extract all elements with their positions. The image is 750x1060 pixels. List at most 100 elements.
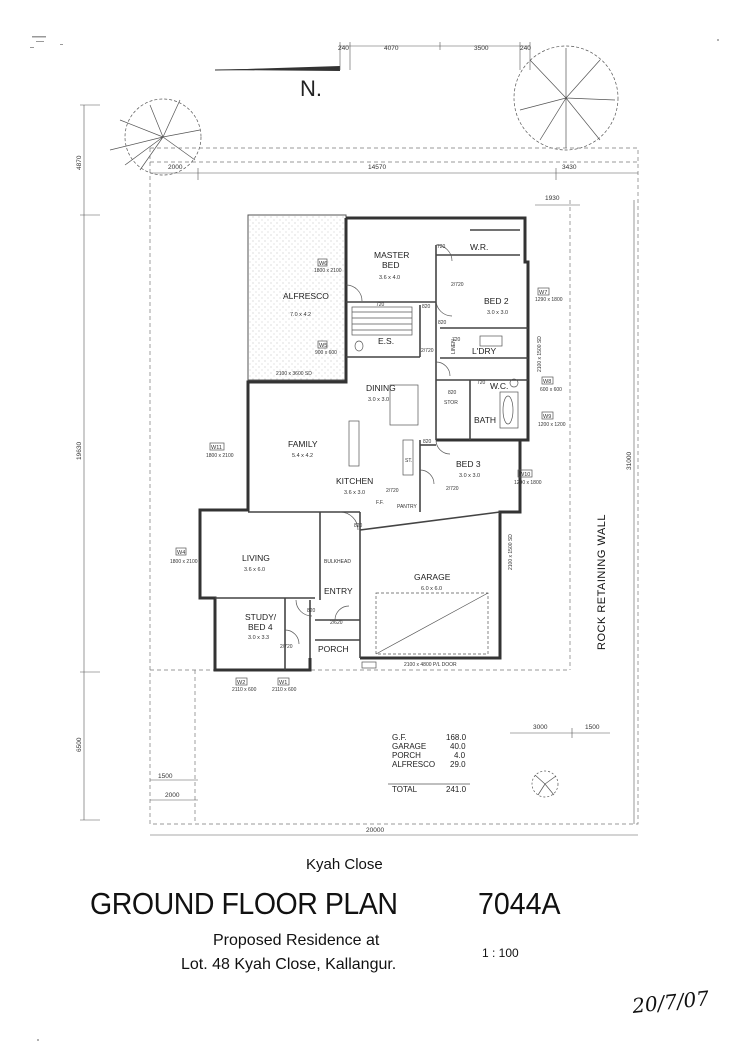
room-wc: W.C.: [490, 381, 508, 391]
bed2-sd: 2100 x 1500 SD: [537, 336, 543, 372]
alfresco-sd: 2100 x 3600 SD: [276, 371, 312, 377]
room-family-size: 5.4 x 4.2: [292, 453, 313, 459]
window-w9: W9: [543, 414, 551, 420]
room-stor: STOR: [444, 400, 458, 406]
area-label-gf: G.F.: [392, 733, 407, 742]
door-2620: 2/620: [330, 620, 343, 626]
window-w2-size: 2110 x 600: [232, 687, 257, 693]
room-living-size: 3.6 x 6.0: [244, 567, 265, 573]
north-arrow-icon: [214, 66, 341, 71]
dim-br-1500: 1500: [585, 724, 600, 731]
window-w9-size: 1200 x 1200: [538, 422, 566, 428]
window-w4-size: 1800 x 2100: [170, 559, 198, 565]
room-bed2-size: 3.0 x 3.0: [487, 310, 508, 316]
window-w7: W7: [539, 290, 547, 296]
area-value-alfresco: 29.0: [450, 760, 466, 769]
tree-top-left-icon: [109, 98, 202, 176]
room-master: MASTER: [374, 250, 409, 260]
street-name: Kyah Close: [306, 856, 383, 873]
window-w6: W6: [319, 261, 327, 267]
plan-title: GROUND FLOOR PLAN: [90, 886, 398, 921]
room-living: LIVING: [242, 553, 270, 563]
door-820-e: 820: [354, 523, 363, 529]
room-es: E.S.: [378, 336, 394, 346]
garage-sd: 2100 x 1500 SD: [508, 534, 514, 570]
area-label-porch: PORCH: [392, 751, 421, 760]
window-w11-size: 1800 x 2100: [206, 453, 234, 459]
room-family: FAMILY: [288, 439, 318, 449]
room-wr: W.R.: [470, 242, 488, 252]
room-dining-size: 3.0 x 3.0: [368, 397, 389, 403]
room-master-size: 3.6 x 4.0: [379, 275, 400, 281]
door-820-b: 820: [438, 320, 447, 326]
window-w10-size: 1200 x 1800: [514, 480, 542, 486]
room-study-2: BED 4: [248, 622, 273, 632]
room-bath: BATH: [474, 415, 496, 425]
door-720-c: 720: [477, 380, 486, 386]
dim-left-4870: 4870: [76, 155, 83, 170]
door-820-a: 820: [422, 304, 431, 310]
dim-top-240b: 240: [520, 45, 531, 52]
door-720-b: 720: [376, 302, 385, 308]
room-garage-size: 6.0 x 6.0: [421, 586, 442, 592]
room-dining: DINING: [366, 383, 396, 393]
dim-left-19630: 19630: [76, 442, 83, 460]
door-2720-d: 2/720: [280, 644, 293, 650]
external-walls: [198, 216, 530, 672]
scan-speckle: [30, 36, 719, 1041]
room-linen: LINEN: [451, 339, 457, 354]
dim-row-2000: 2000: [168, 164, 183, 171]
dim-row-14570: 14570: [368, 164, 386, 171]
window-w1: W1: [279, 680, 287, 686]
door-2720-a: 2/720: [451, 282, 464, 288]
room-bed3-size: 3.0 x 3.0: [459, 473, 480, 479]
window-w1-size: 2110 x 600: [272, 687, 297, 693]
window-w8-size: 600 x 600: [540, 387, 562, 393]
dim-bottom-20000: 20000: [366, 827, 384, 834]
dim-right-31000: 31000: [626, 452, 633, 470]
scale-label: 1 : 100: [482, 946, 519, 960]
room-ldry: L'DRY: [472, 346, 496, 356]
window-w8: W8: [543, 379, 551, 385]
alfresco-slab: [247, 214, 347, 381]
door-820-c: 820: [448, 390, 457, 396]
window-w5: W5: [319, 343, 327, 349]
door-820-d: 820: [423, 439, 432, 445]
room-porch: PORCH: [318, 644, 349, 654]
room-alfresco-size: 7.0 x 4.2: [290, 312, 311, 318]
room-alfresco: ALFRESCO: [283, 291, 329, 301]
area-label-total: TOTAL: [392, 785, 418, 794]
door-swings: [284, 244, 453, 645]
dimension-lines: [80, 42, 638, 836]
door-820-f: 820: [307, 608, 316, 614]
area-value-gf: 168.0: [446, 733, 467, 742]
dim-top-4070: 4070: [384, 45, 399, 52]
area-value-total: 241.0: [446, 785, 467, 794]
area-label-garage: GARAGE: [392, 742, 426, 751]
door-2720-c: 2/720: [446, 486, 459, 492]
window-w7-size: 1290 x 1800: [535, 297, 563, 303]
window-w4: W4: [177, 550, 185, 556]
area-schedule: G.F. 168.0 GARAGE 40.0 PORCH 4.0 ALFRESC…: [388, 733, 470, 794]
plan-number: 7044A: [478, 886, 561, 921]
dim-right-1930: 1930: [545, 195, 560, 202]
area-label-alfresco: ALFRESCO: [392, 760, 435, 769]
area-value-porch: 4.0: [454, 751, 466, 760]
room-bulkhead: BULKHEAD: [324, 559, 351, 565]
room-ff: F.F.: [376, 500, 384, 506]
site-boundary: [149, 147, 639, 825]
window-w5-size: 900 x 600: [315, 350, 337, 356]
dim-br-3000: 3000: [533, 724, 548, 731]
room-bed3: BED 3: [456, 459, 481, 469]
door-2720-e: 2/720: [386, 488, 399, 494]
fixtures: [348, 306, 519, 669]
door-720-a: 720: [437, 244, 446, 250]
room-pantry: PANTRY: [397, 504, 417, 510]
dim-bl-2000: 2000: [165, 792, 180, 799]
window-w6-size: 1800 x 2100: [314, 268, 342, 274]
room-garage: GARAGE: [414, 572, 451, 582]
area-value-garage: 40.0: [450, 742, 466, 751]
tree-top-right-icon: [513, 45, 619, 151]
door-720-d: 720: [452, 337, 461, 343]
dim-top-240a: 240: [338, 45, 349, 52]
